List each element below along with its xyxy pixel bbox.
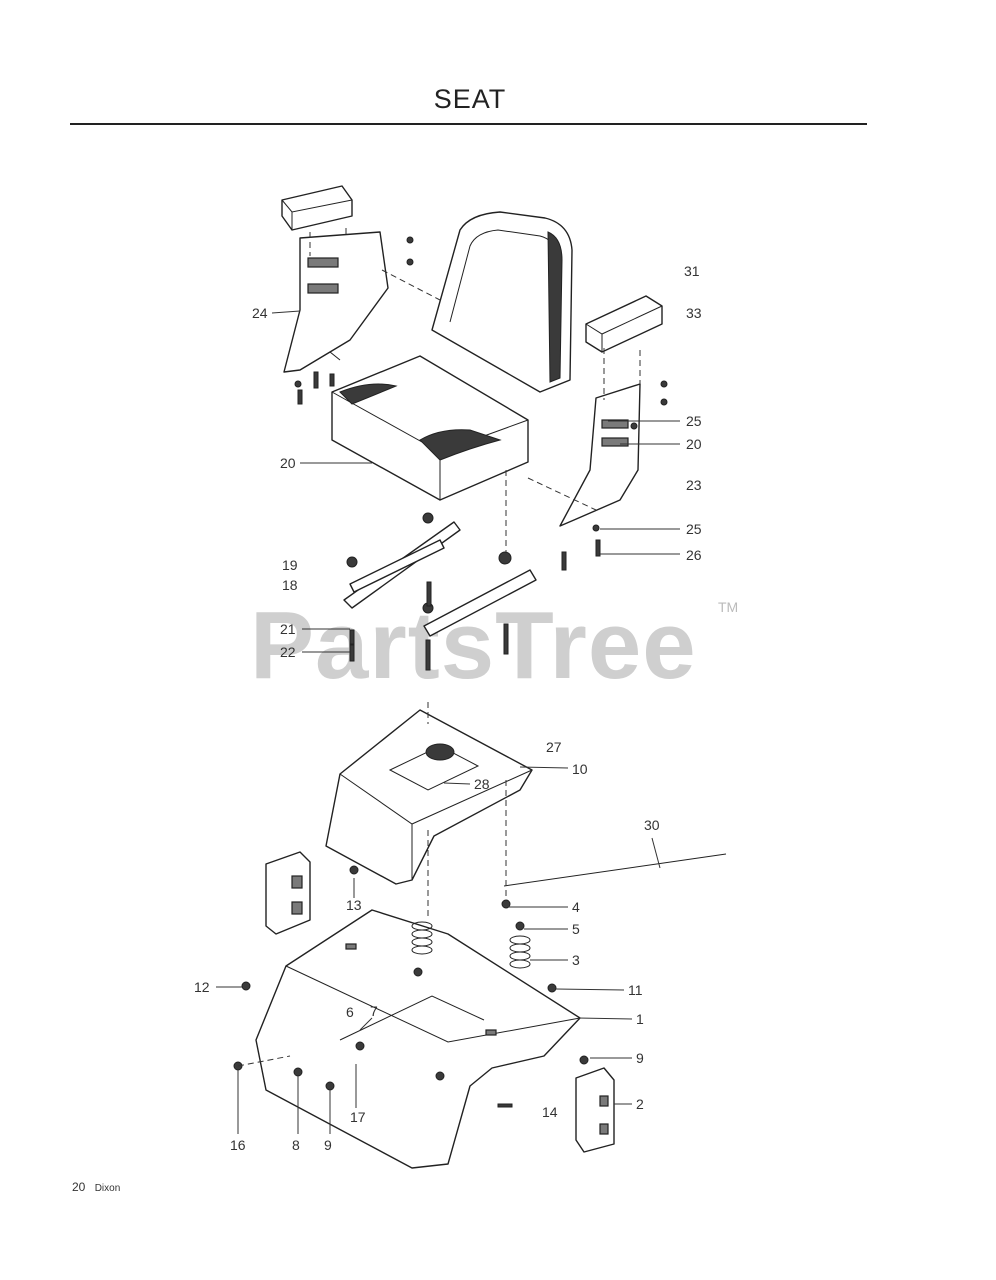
spring-left [411, 921, 433, 955]
callout-30: 30 [644, 817, 660, 833]
callout-numbers: 31 33 24 25 20 20 23 25 26 19 18 21 22 2… [194, 263, 702, 1153]
callout-21: 21 [280, 621, 296, 637]
callout-14: 14 [542, 1104, 558, 1120]
watermark-trademark: TM [718, 599, 738, 615]
callout-20: 20 [686, 436, 702, 452]
callout-20: 20 [280, 455, 296, 471]
left-armrest-pad [281, 185, 353, 231]
callout-13: 13 [346, 897, 362, 913]
latch-rod [503, 853, 727, 887]
right-side-bracket [559, 383, 641, 527]
seat-cushion [331, 355, 529, 501]
callout-17: 17 [350, 1109, 366, 1125]
seat-backrest [431, 211, 573, 393]
page-title: SEAT [433, 84, 507, 114]
callout-33: 33 [686, 305, 702, 321]
callout-19: 19 [282, 557, 298, 573]
callout-4: 4 [572, 899, 580, 915]
seat-rail-left [343, 512, 461, 609]
page-number: 20 [72, 1180, 86, 1194]
callout-7: 7 [370, 1003, 378, 1019]
callout-27: 27 [546, 739, 562, 755]
seat-pan [325, 709, 533, 885]
callout-11: 11 [628, 982, 643, 998]
callout-9: 9 [324, 1137, 332, 1153]
left-side-bracket [283, 231, 389, 373]
page-footer: 20 Dixon [72, 1180, 120, 1194]
callout-24: 24 [252, 305, 268, 321]
callout-10: 10 [572, 761, 588, 777]
callout-25: 25 [686, 413, 702, 429]
callout-23: 23 [686, 477, 702, 493]
callout-8: 8 [292, 1137, 300, 1153]
callout-16: 16 [230, 1137, 246, 1153]
seat-rail-right [422, 551, 537, 637]
callout-9: 9 [636, 1050, 644, 1066]
callout-25: 25 [686, 521, 702, 537]
callout-5: 5 [572, 921, 580, 937]
right-armrest-pad [585, 295, 663, 353]
callout-1: 1 [636, 1011, 644, 1027]
callout-28: 28 [474, 776, 490, 792]
main-frame [255, 909, 581, 1169]
rear-mount-bracket [265, 851, 311, 935]
upper-hardware [294, 236, 668, 671]
leader-lines [216, 310, 680, 1134]
front-mount-bracket [575, 1067, 615, 1153]
upper-alignment-lines [309, 228, 641, 552]
brand-name: Dixon [94, 1183, 121, 1194]
springs [411, 921, 531, 969]
callout-31: 31 [684, 263, 700, 279]
callout-22: 22 [280, 644, 296, 660]
title-rule [70, 123, 867, 125]
callout-6: 6 [346, 1004, 354, 1020]
callout-12: 12 [194, 979, 210, 995]
callout-3: 3 [572, 952, 580, 968]
callout-26: 26 [686, 547, 702, 563]
callout-2: 2 [636, 1096, 644, 1112]
callout-18: 18 [282, 577, 298, 593]
lower-alignment-lines [237, 702, 507, 1067]
spring-right [509, 935, 531, 969]
